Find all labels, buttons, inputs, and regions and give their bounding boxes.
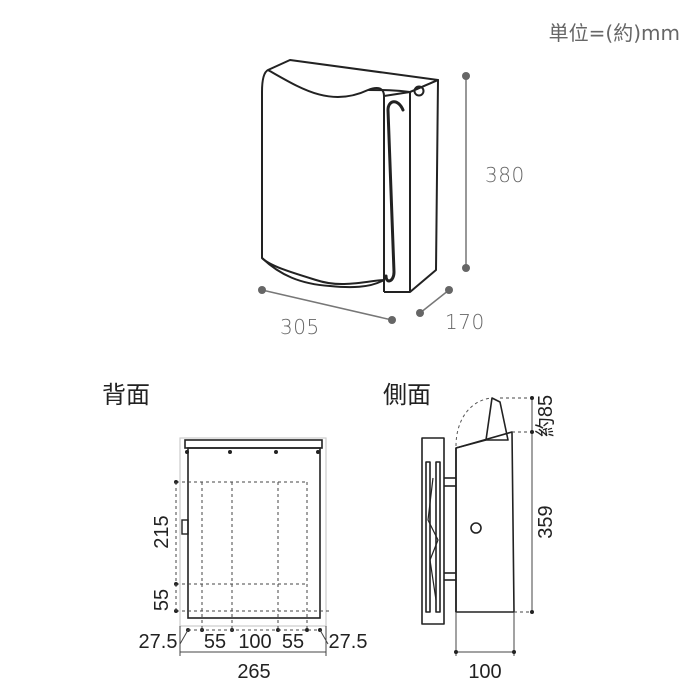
dim-total-width-label: 265	[237, 661, 270, 683]
back-top-rail	[184, 439, 323, 449]
width-dimension: 305	[258, 286, 396, 339]
height-value: 380	[485, 163, 525, 187]
side-lid-open	[485, 397, 509, 441]
depth-value: 170	[445, 310, 485, 334]
side-body	[455, 431, 515, 613]
dim-depth-label: 100	[468, 661, 501, 683]
perspective-view: 380 305 170	[258, 59, 525, 339]
dim-55-b-label: 55	[282, 631, 304, 653]
lid-swing-arc	[455, 397, 493, 447]
mailbox-perspective	[261, 59, 439, 293]
dim-left-margin-label: 27.5	[139, 631, 178, 653]
back-view: 背面	[102, 381, 367, 683]
side-view: 側面	[383, 381, 557, 683]
side-view-title: 側面	[383, 381, 431, 409]
hook-handle	[384, 100, 405, 283]
dim-right-margin-label: 27.5	[329, 631, 368, 653]
back-body	[187, 447, 321, 619]
lock-icon	[470, 522, 482, 534]
dim-55-vertical-label: 55	[151, 589, 173, 611]
dim-55-a-label: 55	[204, 631, 226, 653]
dim-215-label: 215	[151, 515, 173, 548]
width-value: 305	[280, 315, 320, 339]
dim-100-label: 100	[238, 631, 271, 653]
unit-label: 単位=(約)mm	[549, 21, 680, 45]
mounting-hole-grid	[176, 481, 330, 630]
height-dimension: 380	[462, 72, 525, 272]
dim-lid-label: 約85	[534, 395, 557, 437]
wall-plate	[421, 437, 445, 625]
depth-dimension: 170	[416, 286, 485, 334]
back-view-title: 背面	[102, 381, 150, 409]
dim-height-label: 359	[535, 505, 557, 538]
